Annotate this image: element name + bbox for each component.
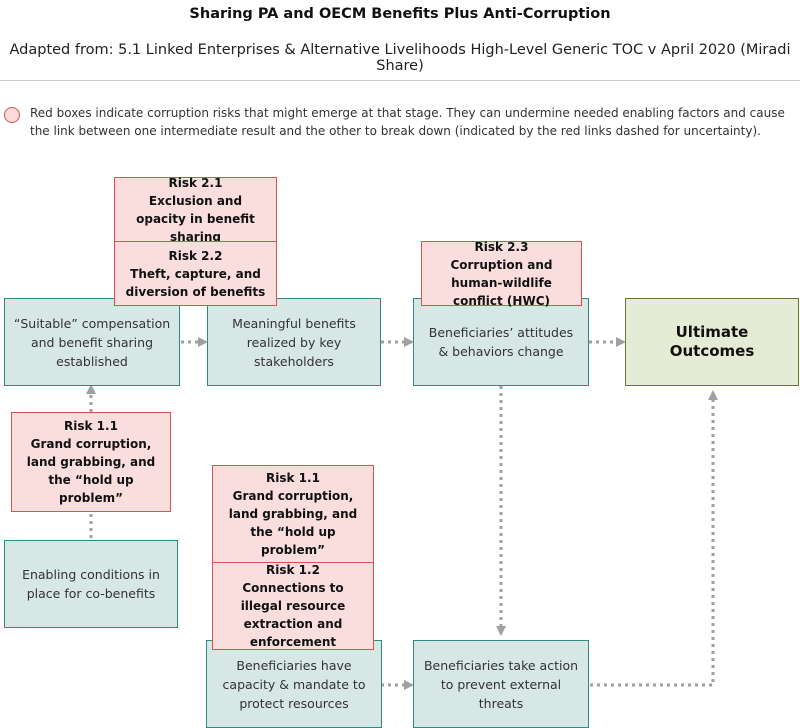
page-subtitle: Adapted from: 5.1 Linked Enterprises & A… [9,42,791,74]
result-take-action: Beneficiaries take action to prevent ext… [413,640,589,728]
header-divider [0,80,800,81]
result-meaningful-benefits-label: Meaningful benefits realized by key stak… [232,315,356,369]
result-capacity-mandate: Beneficiaries have capacity & mandate to… [206,640,382,728]
arrow-action-to-ultimate [590,390,718,687]
risk-2-3-id: Risk 2.3 [474,239,529,254]
risk-1-1-left-id: Risk 1.1 [64,419,118,433]
risk-1-1-left-text: Grand corruption, land grabbing, and the… [26,437,156,505]
result-attitudes-change-label: Beneficiaries’ attitudes & behaviors cha… [428,325,574,359]
risk-1-2: Risk 1.2 Connections to illegal resource… [212,562,374,650]
risk-2-2-id: Risk 2.2 [168,248,223,263]
risk-2-3-text: Corruption and human-wildlife conflict (… [450,257,553,308]
page-title: Sharing PA and OECM Benefits Plus Anti-C… [189,6,611,22]
risk-1-2-id: Risk 1.2 [266,563,320,577]
risk-2-2-text: Theft, capture, and diversion of benefit… [125,266,266,299]
risk-1-1-center-text: Grand corruption, land grabbing, and the… [228,489,358,557]
risk-1-1-center-id: Risk 1.1 [266,471,320,485]
risk-2-1-id: Risk 2.1 [168,175,223,190]
result-enabling-conditions-label: Enabling conditions in place for co-bene… [22,567,160,601]
risk-2-1: Risk 2.1 Exclusion and opacity in benefi… [114,175,277,244]
risk-2-1-text: Exclusion and opacity in benefit sharing [136,193,255,244]
ultimate-outcomes-label: Ultimate Outcomes [669,323,755,360]
result-take-action-label: Beneficiaries take action to prevent ext… [423,657,579,711]
result-compensation-label: “Suitable” compensation and benefit shar… [13,315,171,369]
result-meaningful-benefits: Meaningful benefits realized by key stak… [207,298,381,386]
result-capacity-mandate-label: Beneficiaries have capacity & mandate to… [222,657,366,711]
risk-1-1-center: Risk 1.1 Grand corruption, land grabbing… [212,465,374,563]
result-attitudes-change: Beneficiaries’ attitudes & behaviors cha… [413,298,589,386]
risk-2-3: Risk 2.3 Corruption and human-wildlife c… [421,239,582,308]
risk-legend-swatch [4,107,20,123]
result-compensation: “Suitable” compensation and benefit shar… [4,298,180,386]
risk-1-1-left: Risk 1.1 Grand corruption, land grabbing… [11,412,171,512]
legend-text: Red boxes indicate corruption risks that… [30,106,785,138]
risk-1-2-text: Connections to illegal resource extracti… [240,581,346,649]
result-enabling-conditions: Enabling conditions in place for co-bene… [4,540,178,628]
ultimate-outcomes: Ultimate Outcomes [625,298,799,386]
risk-2-2: Risk 2.2 Theft, capture, and diversion o… [114,241,277,306]
